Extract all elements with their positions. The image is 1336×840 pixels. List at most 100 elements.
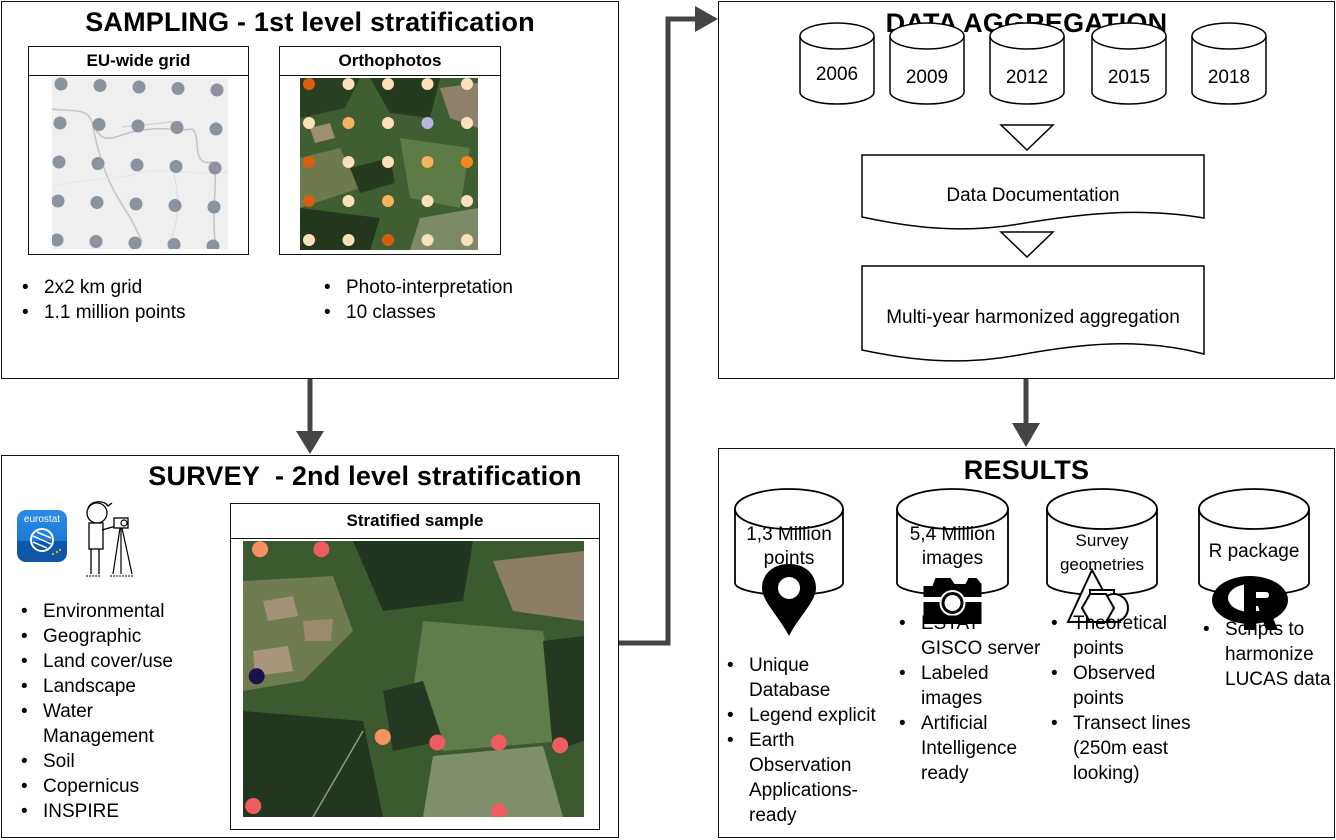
- sample-point: [374, 728, 391, 745]
- sample-point: [490, 734, 507, 751]
- database-cylinder-icon: [989, 22, 1065, 105]
- orthophoto-point: [303, 117, 315, 129]
- orthophoto-point: [342, 156, 355, 168]
- orthophoto-point: [303, 195, 315, 207]
- bullet-item: Unique Database: [723, 653, 893, 703]
- bullet-item: Land cover/use: [17, 649, 217, 674]
- bullet-item: 2x2 km grid: [18, 275, 186, 300]
- grid-point: [90, 196, 104, 209]
- survey-topic-bullets: Environmental Geographic Land cover/use …: [17, 599, 217, 824]
- year-label: 2012: [1005, 67, 1049, 88]
- grid-point: [130, 158, 144, 172]
- orthophoto-point: [303, 156, 315, 168]
- bullet-item: Theoretical points: [1047, 611, 1197, 661]
- bullet-item: Environmental: [17, 599, 217, 624]
- bullet-item: Landscape: [17, 674, 217, 699]
- grid-point: [89, 235, 103, 248]
- data-documentation-shape: [861, 154, 1205, 230]
- flow-triangle-1: [999, 124, 1055, 152]
- bullet-item: Soil: [17, 749, 217, 774]
- orthophoto-point: [382, 195, 394, 207]
- data-documentation-label: Data Documentation: [946, 185, 1120, 206]
- orthophoto-point: [382, 234, 394, 246]
- orthophoto-point: [342, 234, 355, 246]
- grid-point: [52, 233, 64, 247]
- bullet-item: Artificial Intelligence ready: [895, 711, 1045, 786]
- sampling-left-bullets: 2x2 km grid 1.1 million points: [18, 275, 186, 325]
- year-label: 2009: [905, 67, 949, 88]
- eu-grid-panel: EU-wide grid: [28, 46, 249, 255]
- bullet-item: Water Management: [17, 699, 173, 749]
- bullet-item: Scripts to harmonize LUCAS data: [1199, 617, 1334, 692]
- bullet-item: Legend explicit: [723, 703, 893, 728]
- orthophoto-point: [382, 78, 394, 90]
- bullet-item: Observed points: [1047, 661, 1197, 711]
- year-database-2012: 2012: [988, 14, 1066, 106]
- orthophoto-point: [461, 117, 473, 129]
- orthophoto-point: [342, 195, 355, 207]
- grid-point: [132, 80, 146, 94]
- arrow-aggregation-to-results: [1012, 379, 1040, 447]
- sample-point: [429, 734, 446, 751]
- grid-point: [92, 118, 106, 131]
- surveyor-icon: [80, 498, 140, 580]
- year-label: 2006: [815, 64, 859, 85]
- orthophoto-point: [382, 117, 394, 129]
- year-label: 2015: [1107, 67, 1151, 88]
- sampling-title: SAMPLING - 1st level stratification: [85, 7, 535, 37]
- grid-point: [52, 194, 65, 208]
- bullet-item: 1.1 million points: [18, 300, 186, 325]
- survey-box: SURVEY - 2nd level stratification eurost…: [1, 455, 619, 838]
- orthophoto-point: [421, 78, 434, 90]
- orthophoto-point: [461, 78, 473, 90]
- orthophoto-point: [421, 195, 434, 207]
- orthophoto-point: [303, 234, 315, 246]
- grid-point: [93, 79, 107, 92]
- year-database-2018: 2018: [1190, 14, 1268, 106]
- orthophotos-header: Orthophotos: [280, 47, 500, 76]
- grid-point: [210, 83, 224, 97]
- aggregation-shapes: [861, 124, 1205, 362]
- orthophoto-point: [303, 78, 315, 90]
- orthophotos-panel: Orthophotos: [279, 46, 501, 255]
- stratified-sample-panel: Stratified sample: [230, 503, 600, 830]
- grid-point: [169, 160, 183, 173]
- database-cylinder-icon: [1046, 488, 1158, 596]
- result-bullets: Theoretical pointsObserved pointsTransec…: [1047, 611, 1197, 786]
- sample-point: [252, 541, 269, 558]
- database-cylinder-icon: [1091, 22, 1167, 105]
- arrow-survey-to-aggregation: [619, 6, 718, 646]
- grid-point: [171, 82, 185, 95]
- sampling-box: SAMPLING - 1st level stratification EU-w…: [1, 1, 619, 379]
- grid-point: [128, 236, 142, 249]
- grid-point: [131, 119, 145, 133]
- year-database-2015: 2015: [1090, 14, 1168, 106]
- year-database-2009: 2009: [888, 14, 966, 106]
- grid-point: [168, 199, 182, 212]
- grid-point: [91, 157, 105, 170]
- bullet-item: Labeled images: [895, 661, 1045, 711]
- sample-point: [248, 668, 265, 685]
- year-database-2006: 2006: [798, 14, 876, 106]
- orthophoto-point: [342, 78, 355, 90]
- survey-title: SURVEY - 2nd level stratification: [148, 461, 582, 491]
- arrow-sampling-to-survey: [296, 379, 324, 454]
- database-cylinder-icon: [1191, 22, 1267, 105]
- grid-point: [129, 197, 143, 211]
- stratified-sample-header: Stratified sample: [231, 504, 599, 539]
- grid-point: [54, 77, 68, 91]
- grid-point: [53, 116, 67, 130]
- bullet-item: INSPIRE: [17, 799, 217, 824]
- flow-triangle-2: [999, 231, 1055, 259]
- sample-image-texture: [243, 541, 584, 817]
- orthophoto-point: [382, 156, 394, 168]
- harmonized-aggregation-shape: [861, 265, 1205, 362]
- results-title: RESULTS: [963, 455, 1090, 485]
- result-bullets: ESTAT GISCO serverLabeled imagesArtifici…: [895, 611, 1045, 786]
- orthophoto-point: [421, 117, 434, 129]
- results-box: RESULTS 1,3 MillionpointsUnique Database…: [718, 448, 1335, 838]
